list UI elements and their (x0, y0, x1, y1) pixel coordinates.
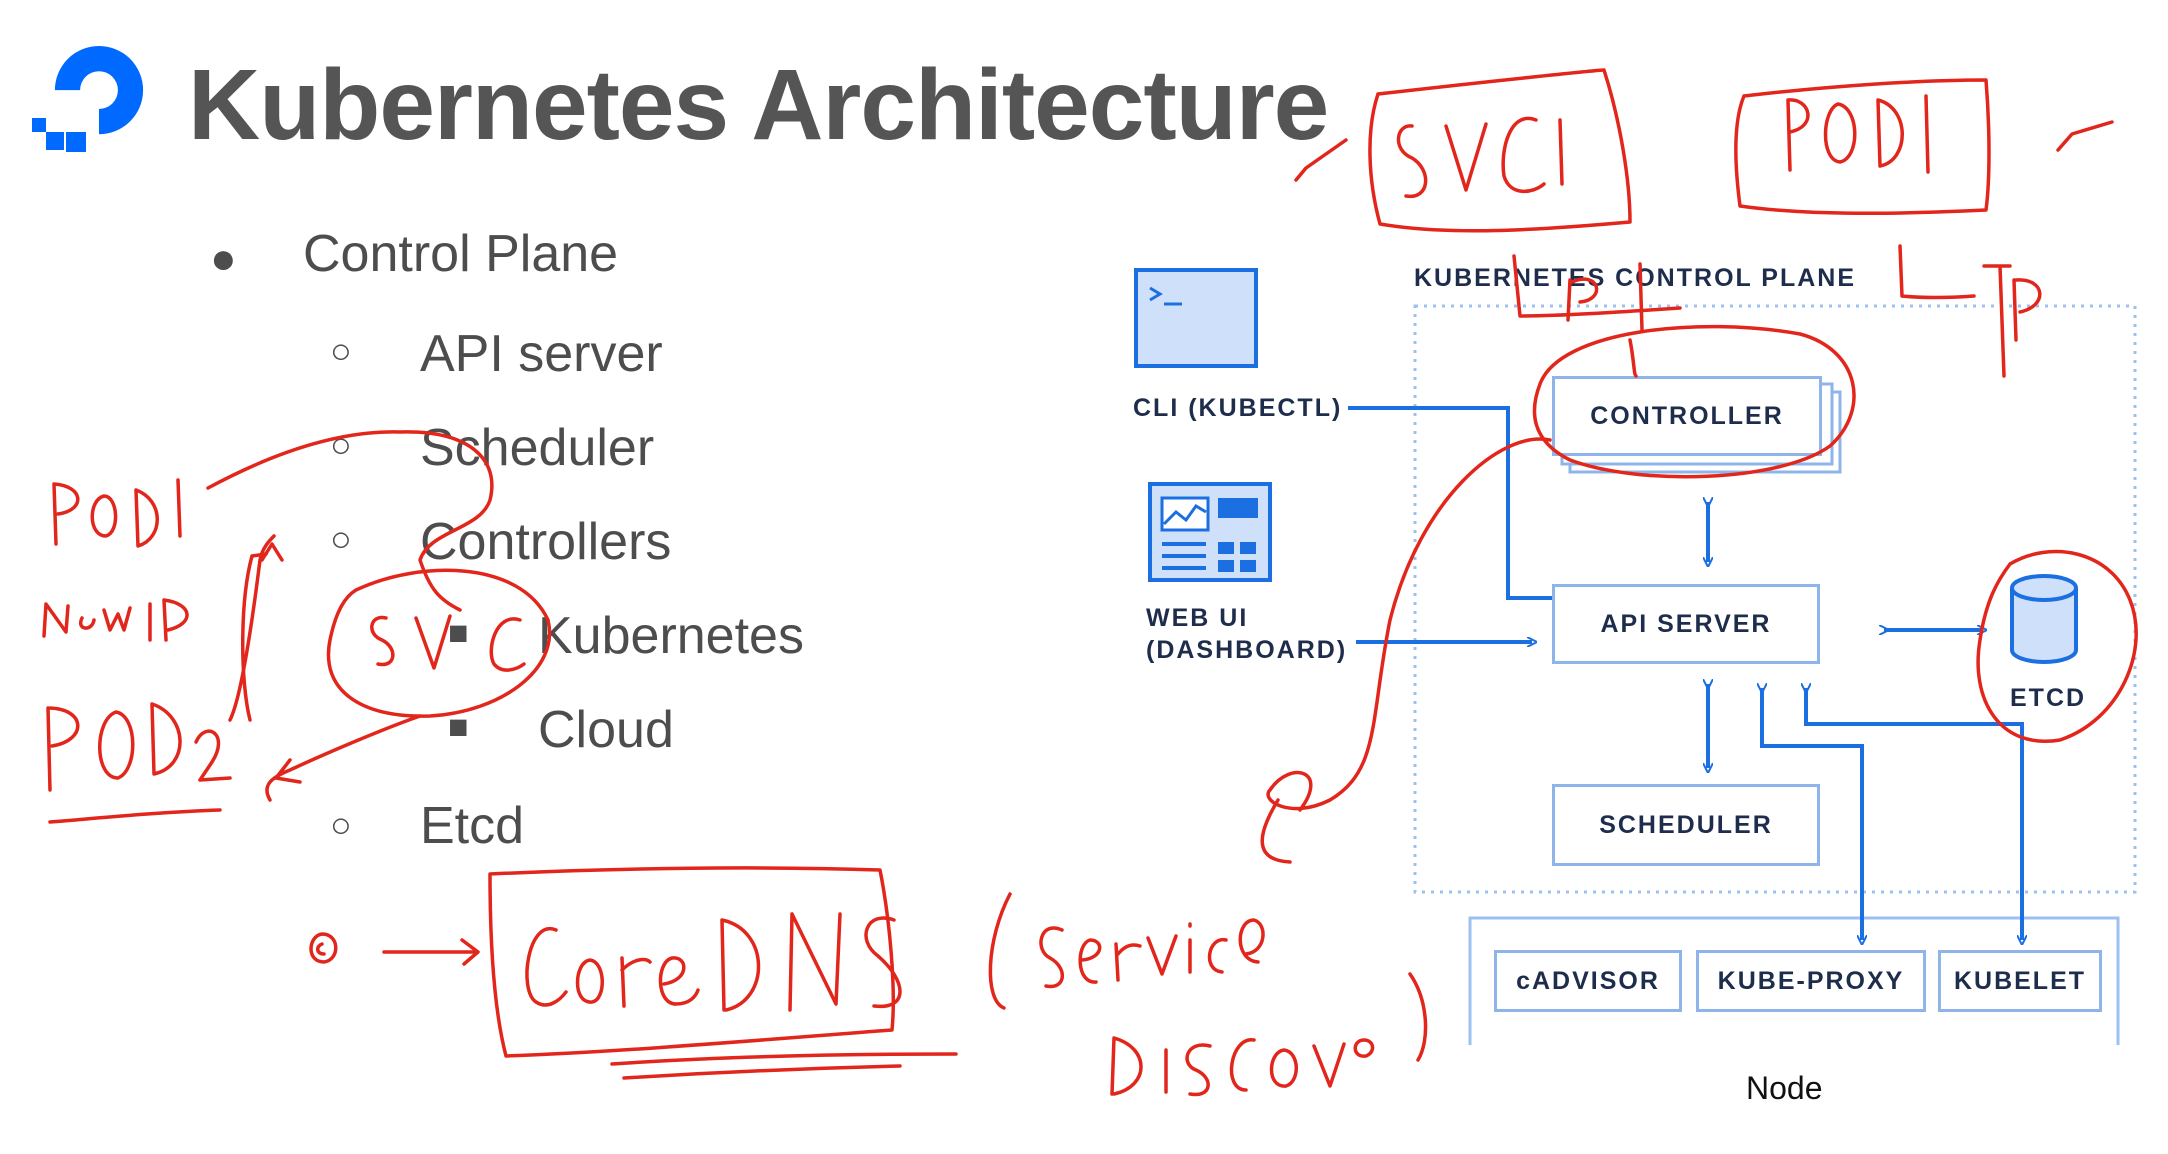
web-ui-label: WEB UI (DASHBOARD) (1146, 602, 1347, 666)
node-label: Node (1746, 1070, 1823, 1106)
database-icon (2010, 574, 2078, 664)
etcd-label: ETCD (2010, 684, 2087, 712)
kubelet-box: KUBELET (1938, 950, 2102, 1012)
api-server-box: API SERVER (1552, 584, 1820, 664)
control-plane-title: KUBERNETES CONTROL PLANE (1414, 264, 1857, 292)
bullet-kubernetes: Kubernetes (538, 607, 804, 665)
controller-box: CONTROLLER (1552, 376, 1822, 456)
cadvisor-box: cADVISOR (1494, 950, 1682, 1012)
cli-connector (1348, 406, 1552, 600)
dashboard-icon (1148, 482, 1272, 582)
bullet-circle: ○ (330, 804, 352, 845)
bullet-circle: ○ (330, 330, 352, 371)
bullet-dot: ● (210, 234, 237, 283)
web-ui-label-line2: (DASHBOARD) (1146, 636, 1348, 664)
kube-proxy-box: KUBE-PROXY (1696, 950, 1926, 1012)
bullet-api-server: API server (420, 325, 663, 383)
bullet-etcd: Etcd (420, 797, 525, 855)
terminal-icon (1134, 268, 1258, 368)
digitalocean-logo-icon (32, 46, 144, 160)
bullet-cloud: Cloud (538, 701, 674, 759)
scheduler-box: SCHEDULER (1552, 784, 1820, 866)
api-kubelet-connector (1806, 688, 2022, 940)
bullet-control-plane: Control Plane (303, 225, 619, 283)
web-ui-label-line1: WEB UI (1146, 604, 1249, 632)
page-title: Kubernetes Architecture (188, 49, 1329, 161)
cli-label: CLI (KUBECTL) (1133, 394, 1343, 422)
